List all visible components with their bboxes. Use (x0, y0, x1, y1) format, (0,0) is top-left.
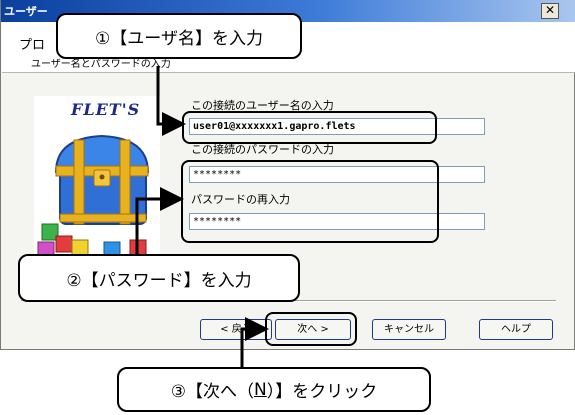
password-confirm-input[interactable]: ******** (189, 213, 485, 230)
header-subtitle: ユーザー名とパスワードの入力 (31, 59, 171, 70)
step1-callout: ①【ユーザ名】を入力 (56, 13, 302, 59)
password-confirm-label: パスワードの再入力 (191, 193, 290, 206)
password-input[interactable]: ******** (189, 166, 485, 183)
username-label: この接続のユーザー名の入力 (191, 99, 334, 112)
password-label: この接続のパスワードの入力 (191, 143, 334, 156)
step2-callout: ②【パスワード】を入力 (18, 254, 300, 302)
treasure-chest-illustration (37, 134, 150, 259)
close-icon: ✕ (544, 3, 556, 17)
step3-shortcut-key: N (254, 379, 267, 400)
step3-callout: ③【次へ（N）】をクリック (117, 367, 431, 412)
step3-suffix: ）】をクリック (266, 382, 378, 402)
cancel-button[interactable]: キャンセル (372, 319, 446, 340)
logo-panel (34, 96, 160, 260)
username-input[interactable]: user01@xxxxxxx1.gapro.flets (189, 118, 485, 135)
window-title: ユーザー (4, 5, 48, 18)
close-button[interactable]: ✕ (541, 3, 559, 19)
header-title: プロ (19, 38, 46, 53)
step3-prefix: ③【次へ（ (170, 382, 255, 402)
flets-logo: FLET'S (71, 100, 141, 119)
help-button[interactable]: ヘルプ (479, 319, 553, 340)
next-button[interactable]: 次へ > (275, 319, 351, 340)
